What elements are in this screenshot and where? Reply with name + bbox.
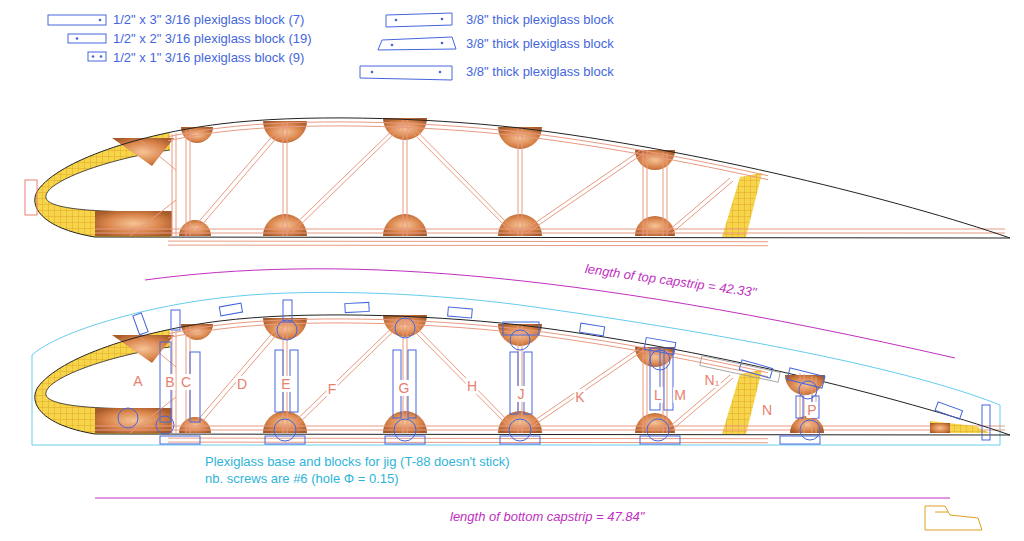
- part-letter: F: [327, 381, 338, 397]
- part-letter: A: [132, 373, 143, 389]
- note-text: Plexiglass base and blocks for jig (T-88…: [205, 455, 510, 470]
- part-letter: B: [164, 374, 175, 390]
- part-letter: L: [653, 387, 663, 403]
- legend-text: 3/8" thick plexiglass block: [466, 65, 614, 80]
- part-letter: P: [806, 402, 817, 418]
- legend-text: 1/2" x 1" 3/16 plexiglass block (9): [113, 51, 304, 66]
- part-letter: N: [761, 402, 773, 418]
- part-letter: C: [180, 374, 192, 390]
- legend-text: 3/8" thick plexiglass block: [466, 13, 614, 28]
- note-text: nb. screws are #6 (hole Φ = 0.15): [205, 472, 399, 487]
- part-letter: E: [280, 376, 291, 392]
- dimension-label: length of bottom capstrip = 47.84": [450, 510, 644, 525]
- part-letter: J: [517, 386, 526, 402]
- part-letter: G: [398, 380, 411, 396]
- legend-text: 1/2" x 3" 3/16 plexiglass block (7): [113, 13, 304, 28]
- part-letter: M: [673, 387, 687, 403]
- part-letter: H: [466, 378, 478, 394]
- legend-text: 3/8" thick plexiglass block: [466, 37, 614, 52]
- legend-text: 1/2" x 2" 3/16 plexiglass block (19): [113, 32, 312, 47]
- part-letter: K: [574, 389, 585, 405]
- dimension-label: length of top capstrip = 42.33": [584, 262, 757, 301]
- part-letter: N₁: [704, 372, 721, 388]
- part-letter: D: [236, 376, 248, 392]
